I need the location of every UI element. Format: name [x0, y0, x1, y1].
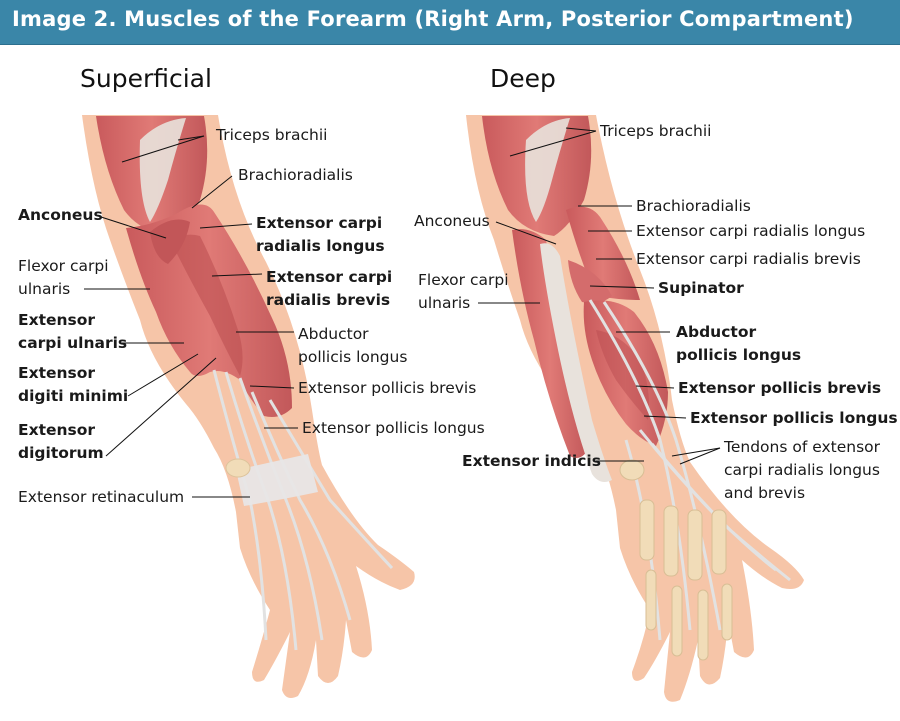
- label-anconeus: Anconeus: [18, 206, 103, 224]
- superficial-heading: Superficial: [80, 64, 212, 93]
- superficial-retinaculum: [236, 454, 318, 506]
- label-deep-fcu-line2: ulnaris: [418, 294, 471, 312]
- label-edm-line1: Extensor: [18, 364, 96, 382]
- superficial-leader-lines: [84, 135, 298, 498]
- label-triceps-brachii: Triceps brachii: [216, 126, 328, 144]
- label-deep-tendons-line1: Tendons of extensor: [724, 438, 881, 456]
- label-fcu-line2: ulnaris: [18, 280, 71, 298]
- label-ecrb-line2: radialis brevis: [266, 291, 391, 309]
- label-apl-line1: Abductor: [298, 325, 369, 343]
- superficial-triceps-tendon: [139, 118, 186, 222]
- deep-arm: [466, 115, 804, 702]
- deep-hand-bones: [619, 459, 733, 661]
- label-deep-supinator: Supinator: [658, 279, 744, 297]
- label-deep-ecrb: Extensor carpi radialis brevis: [636, 250, 861, 268]
- title-bar: Image 2. Muscles of the Forearm (Right A…: [0, 0, 900, 45]
- label-deep-anconeus: Anconeus: [414, 212, 490, 230]
- label-deep-apl-line1: Abductor: [676, 323, 757, 341]
- label-apl-line2: pollicis longus: [298, 348, 408, 366]
- deep-triceps-tendon: [525, 118, 570, 222]
- deep-ulna: [540, 243, 612, 482]
- superficial-anconeus-shape: [150, 219, 190, 264]
- label-ecrl-line1: Extensor carpi: [256, 214, 383, 232]
- figure-title: Image 2. Muscles of the Forearm (Right A…: [12, 7, 854, 31]
- deep-leader-lines: [478, 127, 721, 465]
- label-brachioradialis: Brachioradialis: [238, 166, 353, 184]
- label-ecrl-line2: radialis longus: [256, 237, 385, 255]
- label-epl: Extensor pollicis longus: [302, 419, 485, 437]
- label-deep-triceps-brachii: Triceps brachii: [600, 122, 712, 140]
- deep-fcu: [512, 229, 588, 458]
- label-deep-fcu-line1: Flexor carpi: [418, 271, 509, 289]
- label-fcu-line1: Flexor carpi: [18, 257, 109, 275]
- deep-supinator: [568, 260, 612, 304]
- label-deep-epl: Extensor pollicis longus: [690, 409, 898, 427]
- superficial-muscle-shading: [170, 234, 243, 376]
- label-deep-tendons-line2: carpi radialis longus: [724, 461, 880, 479]
- label-ed-line2: digitorum: [18, 444, 104, 462]
- superficial-wrist-bone: [225, 458, 251, 478]
- label-extensor-retinaculum: Extensor retinaculum: [18, 488, 185, 506]
- label-epb: Extensor pollicis brevis: [298, 379, 477, 397]
- deep-heading: Deep: [490, 64, 556, 93]
- label-ecrb-line1: Extensor carpi: [266, 268, 393, 286]
- label-deep-tendons-line3: and brevis: [724, 484, 806, 502]
- deep-radial-muscles: [566, 206, 640, 300]
- label-ed-line1: Extensor: [18, 421, 96, 439]
- label-ecu-line2: carpi ulnaris: [18, 334, 128, 352]
- deep-muscle-shading: [596, 330, 649, 420]
- label-edm-line2: digiti minimi: [18, 387, 129, 405]
- label-ecu-line1: Extensor: [18, 311, 96, 329]
- label-deep-ecrl: Extensor carpi radialis longus: [636, 222, 866, 240]
- label-deep-apl-line2: pollicis longus: [676, 346, 802, 364]
- superficial-arm: [82, 115, 415, 698]
- label-deep-brachioradialis: Brachioradialis: [636, 197, 751, 215]
- label-deep-epb: Extensor pollicis brevis: [678, 379, 882, 397]
- label-deep-extensor-indicis: Extensor indicis: [462, 452, 601, 470]
